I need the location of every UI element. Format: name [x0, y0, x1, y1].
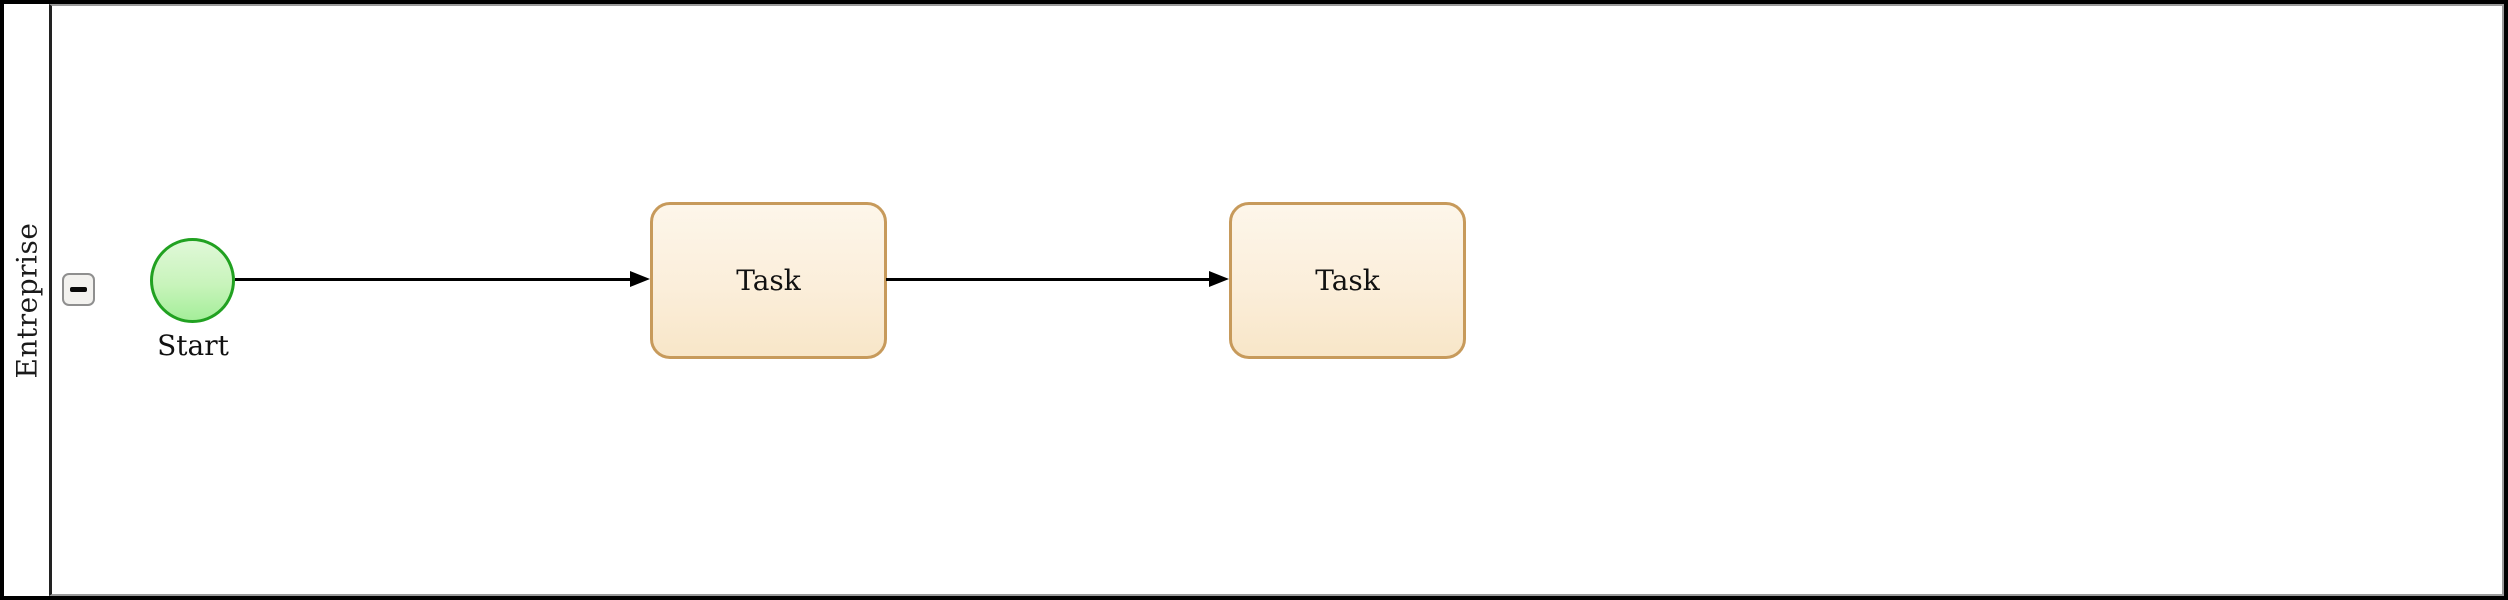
sequence-flow-task1-to-task2[interactable] — [886, 278, 1212, 281]
arrowhead-icon — [630, 271, 650, 287]
start-event-label: Start — [157, 329, 229, 362]
task-2-label: Task — [1315, 264, 1380, 297]
task-1[interactable]: Task — [650, 202, 887, 359]
collapse-pool-button[interactable] — [62, 273, 95, 306]
arrowhead-icon — [1209, 271, 1229, 287]
task-1-label: Task — [736, 264, 801, 297]
sequence-flow-start-to-task1[interactable] — [235, 278, 633, 281]
start-event[interactable] — [150, 238, 235, 323]
pool-header[interactable]: Entreprise — [4, 4, 49, 596]
task-2[interactable]: Task — [1229, 202, 1466, 359]
minus-icon — [70, 287, 87, 292]
pool-name-label: Entreprise — [10, 222, 44, 378]
